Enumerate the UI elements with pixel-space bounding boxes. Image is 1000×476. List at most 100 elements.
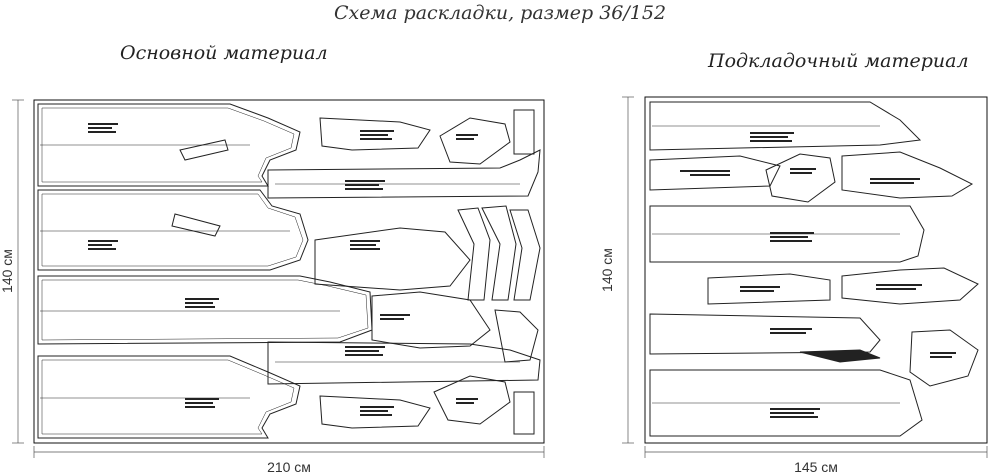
diagram-mark xyxy=(870,182,914,184)
diagram-mark xyxy=(750,136,788,138)
diagram-mark xyxy=(750,140,792,142)
main-width-label: 210 см xyxy=(267,459,311,475)
diagram-mark xyxy=(185,306,215,308)
diagram-mark xyxy=(360,138,392,140)
diagram-mark xyxy=(690,174,730,176)
diagram-title: Схема раскладки, размер 36/152 xyxy=(333,2,667,24)
diagram-mark xyxy=(360,410,388,412)
diagram-mark xyxy=(770,412,814,414)
diagram-mark xyxy=(456,402,474,404)
diagram-mark xyxy=(456,138,474,140)
diagram-mark xyxy=(770,328,812,330)
diagram-mark xyxy=(350,240,380,242)
diagram-mark xyxy=(770,416,818,418)
diagram-mark xyxy=(345,346,385,348)
pattern-piece xyxy=(37,275,373,345)
diagram-mark xyxy=(770,232,814,234)
pattern-piece xyxy=(649,313,881,355)
diagram-mark xyxy=(345,354,383,356)
diagram-mark xyxy=(770,408,820,410)
diagram-mark xyxy=(185,398,219,400)
diagram-mark xyxy=(360,134,388,136)
diagram-mark xyxy=(185,302,213,304)
pattern-piece xyxy=(649,101,922,151)
pattern-piece xyxy=(41,193,304,267)
pattern-piece xyxy=(433,375,511,425)
diagram-mark xyxy=(740,286,780,288)
pattern-piece xyxy=(41,279,369,341)
main-height-label: 140 см xyxy=(0,249,15,293)
pattern-piece xyxy=(37,355,301,439)
pattern-piece xyxy=(649,369,923,437)
pattern-piece xyxy=(799,349,881,363)
diagram-mark xyxy=(380,318,404,320)
main-fabric-outline xyxy=(33,99,545,444)
pattern-piece xyxy=(41,107,295,183)
diagram-mark xyxy=(380,314,410,316)
pattern-piece xyxy=(41,359,295,435)
diagram-mark xyxy=(185,298,219,300)
diagram-mark xyxy=(740,290,774,292)
diagram-mark xyxy=(876,284,922,286)
diagram-mark xyxy=(88,240,118,242)
pattern-piece xyxy=(509,209,541,301)
diagram-mark xyxy=(88,131,116,133)
pattern-piece xyxy=(909,329,979,387)
diagram-mark xyxy=(345,184,379,186)
diagram-mark xyxy=(680,170,730,172)
pattern-piece xyxy=(314,227,471,291)
diagram-mark xyxy=(770,236,808,238)
pattern-piece xyxy=(513,391,535,435)
diagram-mark xyxy=(12,96,988,458)
diagram-mark xyxy=(456,398,478,400)
pattern-piece xyxy=(37,103,301,187)
diagram-mark xyxy=(360,406,394,408)
diagram-mark xyxy=(360,130,394,132)
lining-material-label: Подкладочный материал xyxy=(708,50,969,72)
diagram-mark xyxy=(750,132,794,134)
diagram-mark xyxy=(350,244,376,246)
pattern-piece xyxy=(439,117,511,165)
diagram-mark xyxy=(345,180,385,182)
diagram-mark xyxy=(930,352,956,354)
diagram-mark xyxy=(456,134,478,136)
diagram-mark xyxy=(88,244,112,246)
pattern-piece xyxy=(171,213,221,237)
diagram-mark xyxy=(88,127,112,129)
diagram-mark xyxy=(870,178,920,180)
pattern-piece xyxy=(649,205,925,263)
diagram-mark xyxy=(770,240,812,242)
pattern-piece xyxy=(649,155,781,191)
pattern-piece xyxy=(319,395,431,429)
main-material-label: Основной материал xyxy=(120,42,328,64)
pattern-piece xyxy=(494,309,539,363)
diagram-mark xyxy=(88,123,118,125)
pattern-piece xyxy=(267,341,541,385)
diagram-mark xyxy=(790,168,816,170)
diagram-mark xyxy=(360,414,392,416)
diagram-mark xyxy=(350,248,380,250)
diagram-mark xyxy=(88,123,956,418)
pattern-piece xyxy=(513,109,535,155)
pattern-piece xyxy=(267,149,541,199)
pattern-piece xyxy=(319,117,431,151)
pattern-piece xyxy=(371,291,491,349)
diagram-mark xyxy=(185,402,213,404)
pattern-piece xyxy=(841,151,974,199)
diagram-mark xyxy=(930,356,952,358)
pattern-piece xyxy=(841,267,979,305)
pattern-piece xyxy=(179,139,229,161)
pattern-piece xyxy=(765,153,836,203)
pattern-piece xyxy=(707,273,831,305)
diagram-mark xyxy=(345,188,383,190)
diagram-mark xyxy=(345,350,379,352)
pattern-piece xyxy=(37,189,309,271)
diagram-mark xyxy=(770,332,806,334)
diagram-mark xyxy=(876,288,916,290)
pattern-piece xyxy=(481,205,517,301)
lining-fabric-outline xyxy=(644,96,988,444)
pattern-piece xyxy=(457,207,491,301)
lining-height-label: 140 см xyxy=(599,248,615,292)
diagram-mark xyxy=(790,172,812,174)
